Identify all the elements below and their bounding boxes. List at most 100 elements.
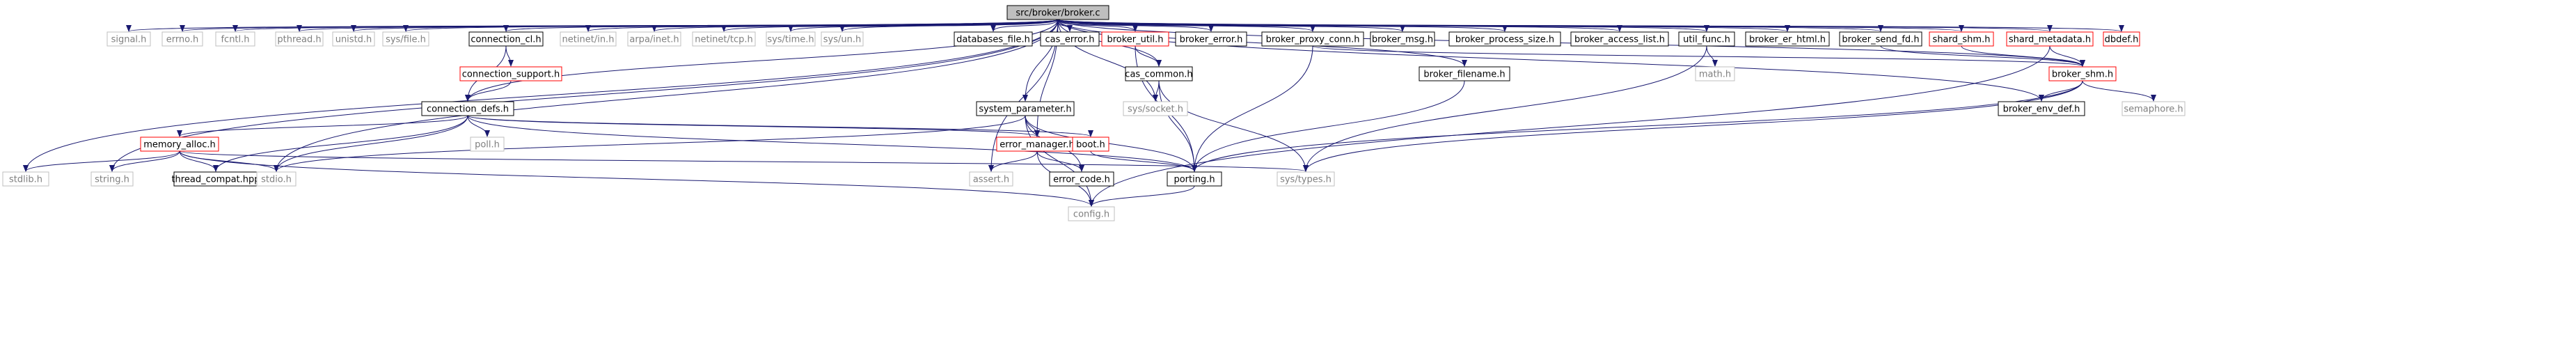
edge-brokershm-to-systypes xyxy=(1303,80,2083,172)
node-arpainet[interactable]: arpa/inet.h xyxy=(627,31,681,47)
node-brokererhtml[interactable]: broker_er_html.h xyxy=(1745,31,1830,47)
node-conndefs[interactable]: connection_defs.h xyxy=(421,101,514,116)
node-box xyxy=(969,171,1013,187)
edge-root-to-stdlib xyxy=(23,19,1059,172)
node-signal[interactable]: signal.h xyxy=(106,31,151,47)
node-root[interactable]: src/broker/broker.c xyxy=(1006,5,1109,20)
node-porting[interactable]: porting.h xyxy=(1167,171,1222,187)
edge-cascommon-to-systypes xyxy=(1158,80,1309,172)
edge-errmgr-to-assert xyxy=(988,150,1038,172)
node-label: semaphore.h xyxy=(2124,104,2183,115)
node-errcode[interactable]: error_code.h xyxy=(1049,171,1114,187)
node-shardmeta[interactable]: shard_metadata.h xyxy=(2006,31,2094,47)
node-label: error_manager.h xyxy=(999,140,1075,150)
node-label: broker_er_html.h xyxy=(1749,35,1826,45)
node-brokerfilename[interactable]: broker_filename.h xyxy=(1419,66,1510,81)
node-threadcompat[interactable]: thread_compat.hpp xyxy=(171,171,260,187)
node-label: util_func.h xyxy=(1683,35,1730,45)
node-sysparam[interactable]: system_parameter.h xyxy=(976,101,1075,116)
node-connsupport[interactable]: connection_support.h xyxy=(459,66,562,81)
node-box xyxy=(2006,31,2094,47)
edge-root-to-dbfile xyxy=(990,19,1059,32)
node-label: porting.h xyxy=(1174,175,1215,185)
node-label: broker_shm.h xyxy=(2052,70,2113,80)
edge-brokershm-to-semaphore xyxy=(2082,80,2156,102)
node-pthread[interactable]: pthread.h xyxy=(275,31,324,47)
node-systypes[interactable]: sys/types.h xyxy=(1277,171,1335,187)
node-brokerprocsize[interactable]: broker_process_size.h xyxy=(1448,31,1561,47)
edge-layer xyxy=(23,19,2156,207)
edge-root-to-brokerfilename xyxy=(1057,19,1467,67)
edge-shardmeta-to-config xyxy=(1089,45,2050,207)
node-sysun[interactable]: sys/un.h xyxy=(821,31,864,47)
node-box xyxy=(2,171,49,187)
node-utilfunc[interactable]: util_func.h xyxy=(1678,31,1735,47)
node-box xyxy=(1448,31,1561,47)
node-config[interactable]: config.h xyxy=(1068,206,1115,221)
node-fcntl[interactable]: fcntl.h xyxy=(215,31,255,47)
edge-memalloc-to-stdlib xyxy=(23,150,180,172)
node-syssocket[interactable]: sys/socket.h xyxy=(1123,101,1188,116)
node-dbfile[interactable]: databases_file.h xyxy=(954,31,1033,47)
edge-sysparam-to-porting xyxy=(1025,115,1197,172)
node-label: connection_support.h xyxy=(462,70,560,80)
node-label: stdlib.h xyxy=(9,175,42,185)
node-box xyxy=(275,31,324,47)
edge-root-to-dbdef xyxy=(1057,19,2124,32)
node-memalloc[interactable]: memory_alloc.h xyxy=(140,136,219,152)
node-box xyxy=(1040,31,1100,47)
node-label: src/broker/broker.c xyxy=(1016,8,1100,19)
node-stdlib[interactable]: stdlib.h xyxy=(2,171,49,187)
node-label: math.h xyxy=(1699,70,1731,80)
edge-root-to-stdio xyxy=(274,19,1059,172)
node-brokerutil[interactable]: broker_util.h xyxy=(1101,31,1169,47)
node-stdio[interactable]: stdio.h xyxy=(256,171,297,187)
node-box xyxy=(821,31,864,47)
node-brokerproxy[interactable]: broker_proxy_conn.h xyxy=(1261,31,1364,47)
node-box xyxy=(766,31,816,47)
node-string[interactable]: string.h xyxy=(90,171,134,187)
node-box xyxy=(1678,31,1735,47)
node-dbdef[interactable]: dbdef.h xyxy=(2103,31,2140,47)
node-errmgr[interactable]: error_manager.h xyxy=(996,136,1078,152)
node-label: sys/socket.h xyxy=(1128,104,1183,115)
node-label: fcntl.h xyxy=(221,35,249,45)
node-assert[interactable]: assert.h xyxy=(969,171,1013,187)
node-sysfile[interactable]: sys/file.h xyxy=(382,31,429,47)
node-errno[interactable]: errno.h xyxy=(161,31,203,47)
node-box xyxy=(140,136,219,152)
node-brokererror[interactable]: broker_error.h xyxy=(1175,31,1247,47)
node-label: sys/un.h xyxy=(823,35,861,45)
node-semaphore[interactable]: semaphore.h xyxy=(2121,101,2186,116)
node-conncl[interactable]: connection_cl.h xyxy=(468,31,544,47)
node-box xyxy=(1277,171,1335,187)
node-brokershm[interactable]: broker_shm.h xyxy=(2048,66,2117,81)
node-unistd[interactable]: unistd.h xyxy=(332,31,375,47)
node-poll[interactable]: poll.h xyxy=(470,136,505,152)
node-netinetin[interactable]: netinet/in.h xyxy=(560,31,617,47)
node-netinettcp[interactable]: netinet/tcp.h xyxy=(692,31,756,47)
edge-memalloc-to-systypes xyxy=(179,150,1309,172)
node-shardshm[interactable]: shard_shm.h xyxy=(1929,31,1994,47)
edge-sysparam-to-stdio xyxy=(274,115,1026,172)
node-math[interactable]: math.h xyxy=(1695,66,1735,81)
node-brokerenvdef[interactable]: broker_env_def.h xyxy=(1998,101,2085,116)
node-systime[interactable]: sys/time.h xyxy=(766,31,816,47)
node-cascommon[interactable]: cas_common.h xyxy=(1125,66,1193,81)
edge-porting-to-config xyxy=(1089,185,1195,207)
node-box xyxy=(1370,31,1435,47)
node-box xyxy=(1745,31,1830,47)
node-brokeraccess[interactable]: broker_access_list.h xyxy=(1570,31,1669,47)
node-label: broker_msg.h xyxy=(1372,35,1433,45)
node-brokermsg[interactable]: broker_msg.h xyxy=(1370,31,1435,47)
node-boot[interactable]: boot.h xyxy=(1072,136,1109,152)
node-caserror[interactable]: cas_error.h xyxy=(1040,31,1100,47)
node-label: shard_shm.h xyxy=(1933,35,1991,45)
node-box xyxy=(1101,31,1169,47)
edge-brokerutil-to-cascommon xyxy=(1135,45,1162,67)
node-label: connection_cl.h xyxy=(471,35,541,45)
node-brokersendfd[interactable]: broker_send_fd.h xyxy=(1839,31,1922,47)
node-label: broker_proxy_conn.h xyxy=(1266,35,1360,45)
node-label: string.h xyxy=(95,175,129,185)
